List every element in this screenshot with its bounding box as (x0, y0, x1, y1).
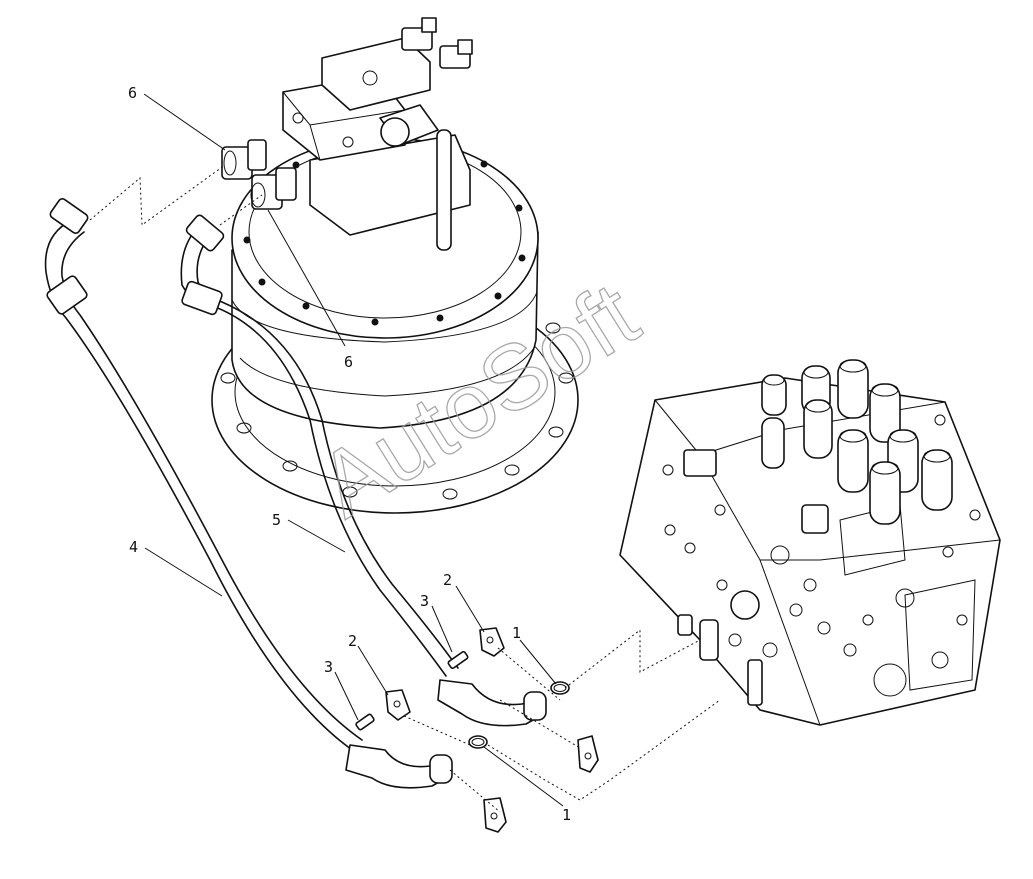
callout-label-2-right: 2 (443, 571, 452, 589)
callout-label-3-left: 3 (324, 658, 333, 676)
callout-label-1-bottom: 1 (562, 806, 571, 824)
callout-leaders (143, 93, 564, 807)
callout-label-1-right: 1 (512, 624, 521, 642)
control-valve-block (619, 359, 1001, 726)
fitting-6-lower (250, 167, 297, 210)
callout-label-4: 4 (129, 538, 138, 556)
hose-5 (180, 214, 547, 727)
travel-motor-assembly (211, 17, 579, 514)
fitting-6-upper (221, 139, 267, 180)
callout-label-6-upper: 6 (128, 84, 137, 102)
callout-label-3-right: 3 (420, 592, 429, 610)
assembly-lines (89, 164, 721, 813)
spool-caps (761, 359, 953, 525)
callout-label-5: 5 (272, 511, 281, 529)
hose-4 (44, 198, 453, 789)
bolts-3 (355, 650, 469, 731)
callout-labels: 6 6 5 4 3 2 1 3 2 1 (128, 84, 571, 824)
clamp-halves-2 (385, 627, 599, 833)
callout-label-2-left: 2 (348, 632, 357, 650)
callout-label-6-lower: 6 (344, 353, 353, 371)
o-rings-1 (468, 681, 570, 749)
